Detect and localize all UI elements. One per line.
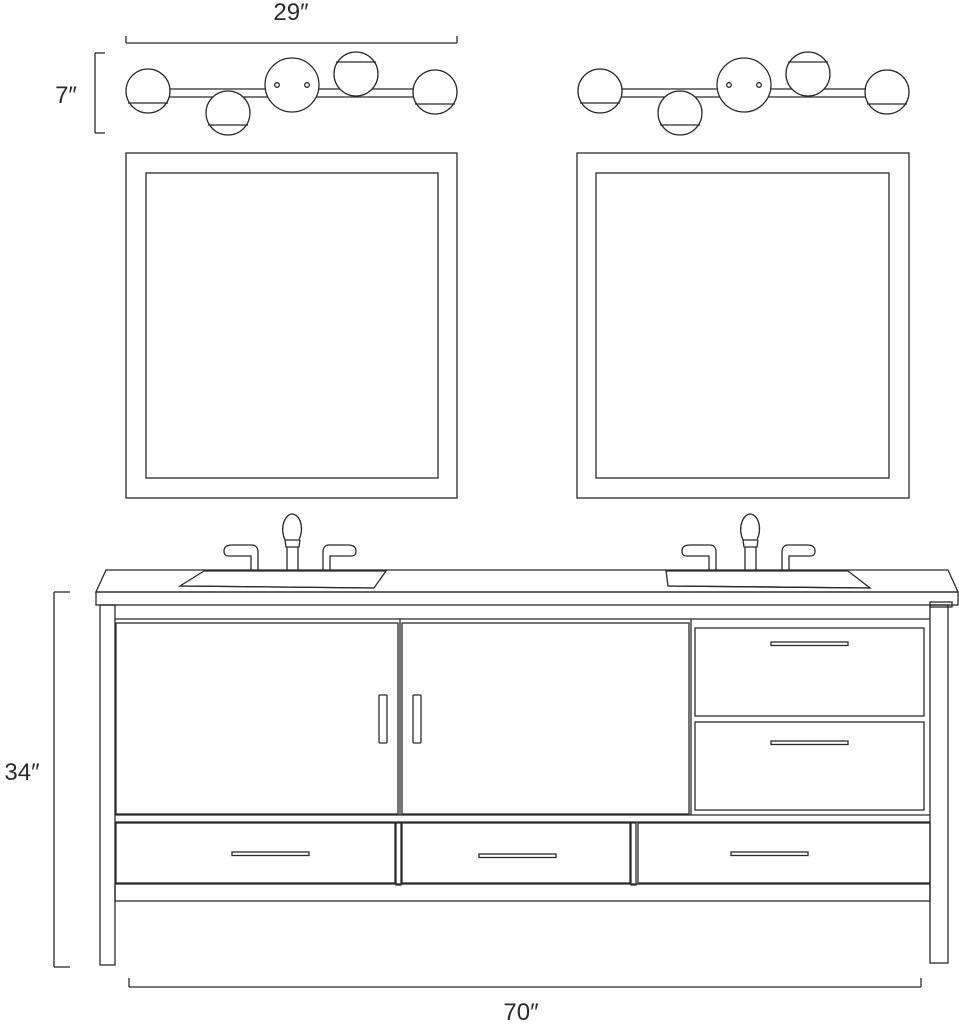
sink-left	[177, 570, 388, 589]
vanity-height-label: 34″	[4, 759, 40, 786]
dimension-light-height: 7″	[55, 52, 105, 134]
dimension-vanity-width: 70″	[128, 978, 922, 1026]
faucet-left	[223, 513, 357, 570]
light-width-label: 29″	[273, 0, 309, 26]
drawer-handle-bottom-middle	[478, 853, 557, 859]
vanity-width-label: 70″	[503, 999, 539, 1024]
drawer-upper-right	[694, 627, 925, 717]
faucet-right	[681, 513, 816, 570]
vanity-leg-right	[929, 604, 949, 964]
drawer-bottom-left	[115, 822, 396, 884]
vanity-lower-rail	[114, 883, 931, 902]
mirror-right	[576, 152, 910, 499]
drawer-handle-bottom-right	[730, 851, 809, 857]
door-handle-right	[412, 694, 422, 744]
dimension-light-width: 29″	[125, 0, 458, 44]
drawer-handle-upper-right	[770, 641, 849, 647]
mirror-left	[125, 152, 458, 499]
drawer-bottom-right	[637, 822, 931, 884]
vanity-countertop	[94, 569, 959, 606]
cabinet-door-left	[115, 622, 399, 815]
drawer-handle-bottom-left	[231, 851, 310, 857]
dimension-vanity-height: 34″	[4, 591, 70, 968]
vanity-leg-left	[99, 604, 116, 966]
light-fixture-right	[577, 51, 910, 136]
cabinet-door-right	[401, 622, 690, 815]
light-fixture-left	[125, 51, 458, 136]
drawer-handle-middle-right	[770, 740, 849, 746]
light-height-label: 7″	[55, 82, 77, 109]
vanity-cabinet	[99, 601, 953, 966]
door-handle-left	[378, 694, 388, 744]
sink-right	[665, 570, 872, 589]
drawer-bottom-middle	[401, 822, 631, 884]
drawer-middle-right	[694, 721, 925, 811]
